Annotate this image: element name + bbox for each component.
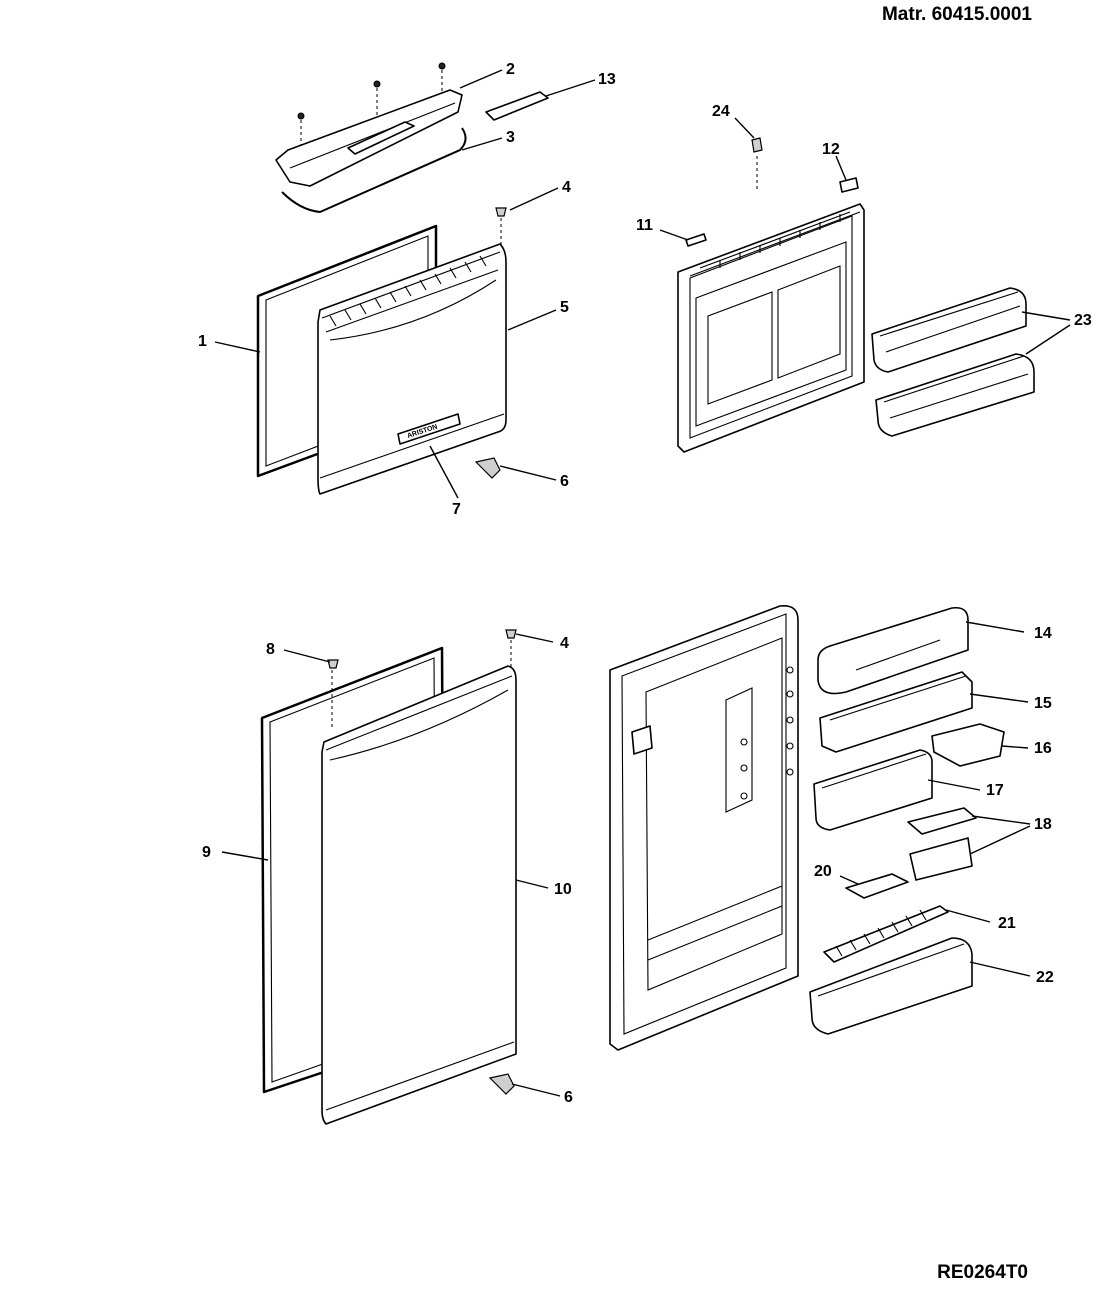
clip-part-12 [839, 177, 859, 193]
drawing-code: RE0264T0 [937, 1262, 1028, 1283]
ice-tray [845, 873, 909, 899]
callout-14: 14 [1034, 625, 1052, 642]
hinge-bracket-upper [474, 457, 501, 479]
callout-15: 15 [1034, 695, 1052, 712]
callout-11: 11 [636, 217, 653, 234]
callout-7: 7 [452, 501, 461, 518]
callout-8: 8 [266, 641, 275, 658]
matr-number: Matr. 60415.0001 [881, 4, 1032, 25]
callout-12: 12 [822, 141, 840, 158]
callout-13: 13 [598, 71, 616, 88]
egg-tray [931, 723, 1005, 767]
callout-22: 22 [1036, 969, 1054, 986]
clip-part-11 [685, 233, 707, 247]
small-boxes [907, 807, 977, 881]
handle-insert [485, 91, 549, 121]
door-shelf-17 [813, 749, 933, 831]
callout-3: 3 [506, 129, 515, 146]
callout-6-upper: 6 [560, 473, 569, 490]
callout-10: 10 [554, 881, 572, 898]
dairy-compartment-cover [817, 606, 969, 695]
hinge-pin-upper [495, 207, 507, 245]
callout-20: 20 [814, 863, 832, 880]
hinge-bracket-lower [488, 1073, 515, 1095]
callout-1: 1 [198, 333, 207, 350]
callout-4-lower: 4 [560, 635, 569, 652]
callout-21: 21 [998, 915, 1016, 932]
bottle-rack [823, 905, 949, 963]
hinge-pin-left [327, 659, 339, 730]
freezer-door [317, 243, 507, 495]
door-handle-cover [275, 89, 463, 187]
fridge-door [321, 665, 517, 1125]
callout-16: 16 [1034, 740, 1052, 757]
callout-18: 18 [1034, 816, 1052, 833]
callout-24: 24 [712, 103, 730, 120]
callout-23: 23 [1074, 312, 1092, 329]
door-shelf-15 [819, 671, 973, 753]
clip-part-24 [751, 137, 763, 192]
callout-17: 17 [986, 782, 1004, 799]
callout-6-lower: 6 [564, 1089, 573, 1106]
freezer-inner-door [677, 203, 865, 453]
callout-9: 9 [202, 844, 211, 861]
hinge-pin-lower-right [505, 629, 517, 668]
callout-labels: 1 2 3 4 5 6 7 8 9 10 11 12 13 14 15 16 1… [198, 61, 1092, 1106]
callout-4-upper: 4 [562, 179, 571, 196]
bottle-shelf [809, 937, 973, 1035]
callout-2: 2 [506, 61, 515, 78]
freezer-door-shelves [871, 287, 1035, 437]
handle-gasket [281, 127, 467, 214]
leader-lines [214, 69, 1071, 1097]
fridge-inner-door [609, 604, 799, 1051]
callout-5: 5 [560, 299, 569, 316]
screws-top [297, 62, 446, 150]
